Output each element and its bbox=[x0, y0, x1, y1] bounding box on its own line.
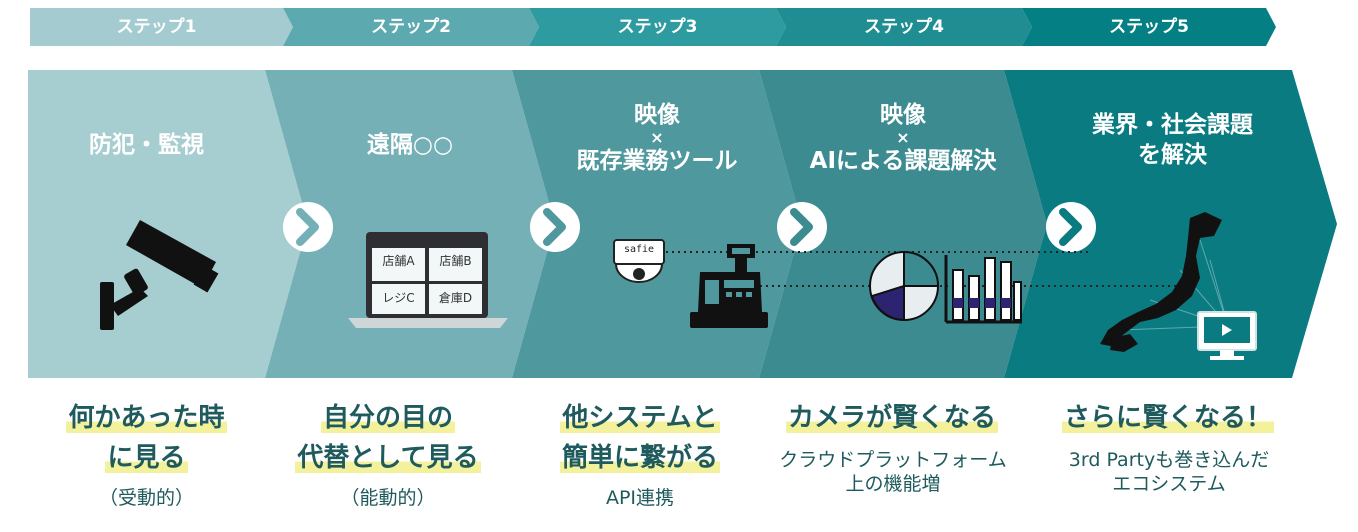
chevron-circle-1 bbox=[283, 202, 333, 252]
panel-title-line: × bbox=[896, 128, 910, 147]
subcaption-step-3: API連携 bbox=[520, 486, 760, 510]
panel-title-3: 映像 × 既存業務ツール bbox=[555, 100, 759, 176]
subcaption-step-2: （能動的） bbox=[268, 486, 508, 510]
screen-cell-d: 倉庫D bbox=[438, 291, 473, 305]
subcaption-line: エコシステム bbox=[1112, 473, 1226, 495]
step-bar-segment-4 bbox=[776, 8, 1032, 46]
subcaption-step-5: 3rd Partyも巻き込んだ エコシステム bbox=[1036, 448, 1302, 496]
panel-title-line: 防犯・監視 bbox=[89, 132, 204, 158]
panel-title-1: 防犯・監視 bbox=[28, 130, 265, 160]
panel-title-line: AIによる課題解決 bbox=[809, 148, 997, 174]
caption-line: 自分の目の bbox=[320, 403, 455, 433]
caption-line: に見る bbox=[105, 443, 188, 473]
panel-title-line: を解決 bbox=[1138, 142, 1207, 168]
laptop-multi-view-icon bbox=[348, 232, 508, 328]
chevron-circle-2 bbox=[530, 202, 580, 252]
panel-step-5 bbox=[1004, 70, 1337, 378]
subcaption-step-1: （受動的） bbox=[28, 486, 265, 510]
subcaption-line: （受動的） bbox=[98, 487, 194, 509]
chevron-circle-3 bbox=[777, 202, 827, 252]
step-label-2: ステップ2 bbox=[371, 17, 451, 37]
step-bar-segment-3 bbox=[529, 8, 786, 46]
subcaption-step-4: クラウドプラットフォーム 上の機能増 bbox=[752, 448, 1034, 496]
subcaption-line: （能動的） bbox=[340, 487, 436, 509]
caption-line: 簡単に繋がる bbox=[559, 443, 720, 473]
analytics-charts-icon bbox=[869, 250, 1022, 324]
caption-step-5: さらに賢くなる！ bbox=[1034, 398, 1302, 438]
caption-step-4: カメラが賢くなる bbox=[762, 398, 1022, 438]
caption-line: 代替として見る bbox=[295, 443, 481, 473]
caption-line: さらに賢くなる！ bbox=[1061, 403, 1274, 433]
security-camera-icon bbox=[100, 220, 219, 330]
screen-cell-c: レジC bbox=[382, 291, 415, 305]
panel-title-line: 映像 bbox=[880, 102, 926, 128]
panel-title-line: 映像 bbox=[634, 102, 680, 128]
caption-step-2: 自分の目の 代替として見る bbox=[268, 398, 508, 478]
panel-step-1 bbox=[28, 70, 308, 378]
chevron-circle-4 bbox=[1046, 202, 1096, 252]
subcaption-line: 上の機能増 bbox=[845, 473, 941, 495]
step-label-4: ステップ4 bbox=[864, 17, 944, 37]
step-bar bbox=[30, 8, 1276, 46]
step-label-1: ステップ1 bbox=[116, 17, 197, 37]
panel-title-2: 遠隔○○ bbox=[308, 130, 512, 160]
step-label-5: ステップ5 bbox=[1109, 17, 1189, 37]
caption-line: 他システムと bbox=[560, 403, 720, 433]
subcaption-line: クラウドプラットフォーム bbox=[779, 449, 1007, 471]
panel-title-4: 映像 × AIによる課題解決 bbox=[802, 100, 1004, 176]
subcaption-line: API連携 bbox=[605, 487, 675, 509]
screen-cell-b: 店舗B bbox=[439, 254, 472, 268]
subcaption-line: 3rd Partyも巻き込んだ bbox=[1068, 449, 1270, 471]
caption-step-1: 何かあった時 に見る bbox=[28, 398, 265, 478]
screen-cell-a: 店舗A bbox=[382, 254, 415, 268]
camera-and-register-icon bbox=[613, 239, 1190, 328]
caption-line: カメラが賢くなる bbox=[785, 403, 998, 433]
panel-title-line: × bbox=[650, 128, 664, 147]
step-bar-segment-1 bbox=[30, 8, 293, 46]
step-label-3: ステップ3 bbox=[617, 17, 698, 37]
camera-brand-label: safie bbox=[623, 244, 655, 255]
panel-title-line: 遠隔○○ bbox=[366, 132, 454, 158]
caption-line: 何かあった時 bbox=[66, 403, 227, 433]
caption-step-3: 他システムと 簡単に繋がる bbox=[520, 398, 760, 478]
step-bar-segment-5 bbox=[1022, 8, 1276, 46]
panel-title-line: 既存業務ツール bbox=[576, 148, 738, 174]
panel-title-5: 業界・社会課題 を解決 bbox=[1050, 110, 1295, 170]
panel-title-line: 業界・社会課題 bbox=[1092, 112, 1253, 138]
step-bar-segment-2 bbox=[283, 8, 539, 46]
japan-map-monitor-icon bbox=[1100, 212, 1257, 360]
